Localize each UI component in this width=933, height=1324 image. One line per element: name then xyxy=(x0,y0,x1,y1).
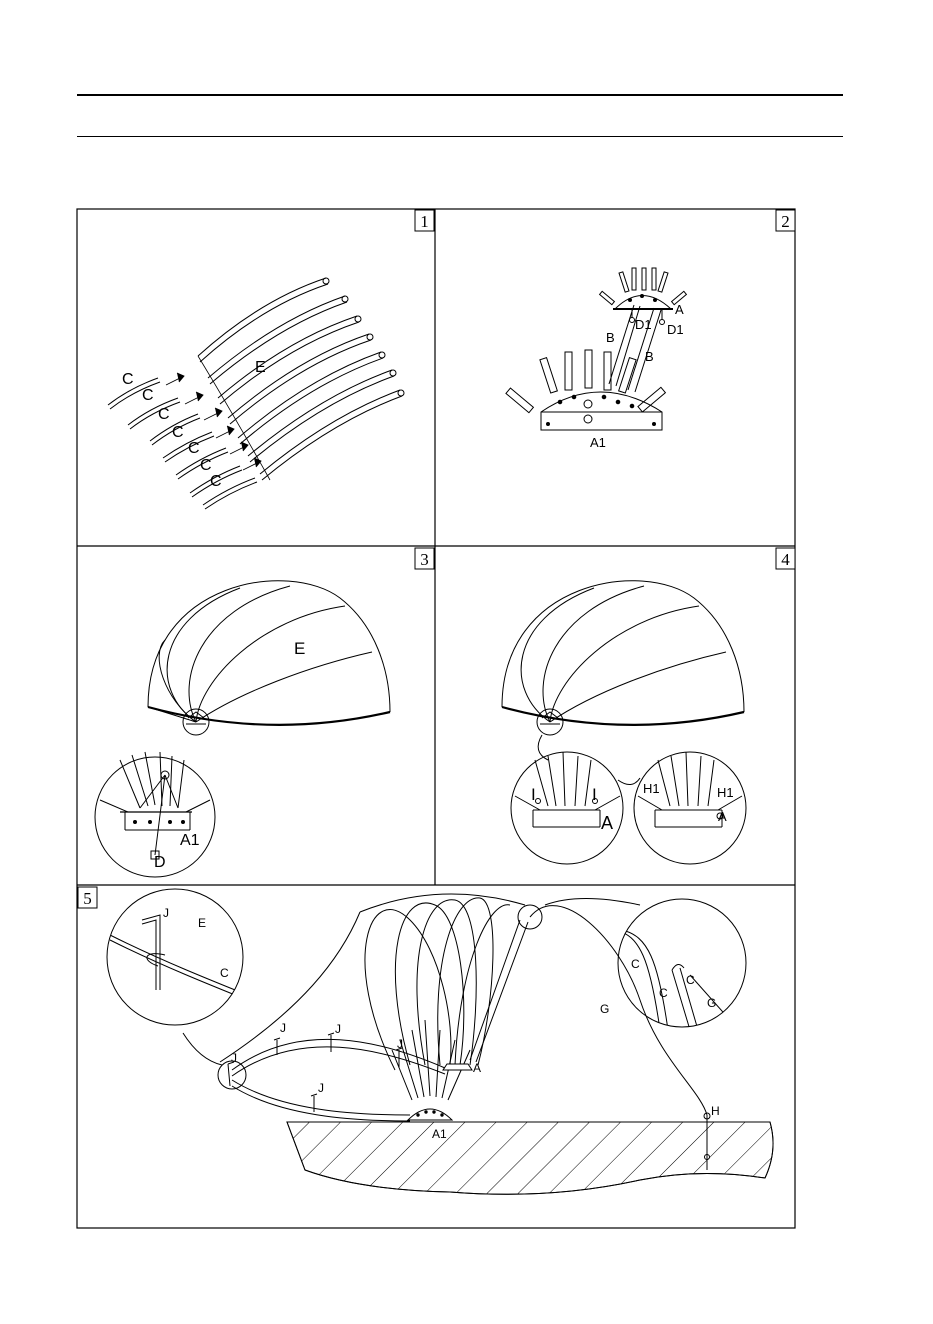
svg-text:J: J xyxy=(163,906,169,920)
svg-text:A: A xyxy=(718,809,727,824)
panel-1-labels: C C C C C C C E xyxy=(122,359,266,490)
svg-text:C: C xyxy=(686,973,695,987)
svg-text:3: 3 xyxy=(420,550,429,569)
panel-5-labels: J E C J J J J J A A1 G H C C C G xyxy=(163,906,720,1141)
svg-text:C: C xyxy=(659,986,668,1000)
panel-number-1: 1 xyxy=(415,210,434,231)
svg-text:J: J xyxy=(397,1037,403,1051)
svg-text:C: C xyxy=(158,406,170,423)
panel-5-drawing xyxy=(107,889,773,1194)
svg-text:C: C xyxy=(631,957,640,971)
svg-text:2: 2 xyxy=(781,212,790,231)
svg-text:J: J xyxy=(335,1022,341,1036)
svg-text:B: B xyxy=(606,330,615,345)
panel-4-drawing xyxy=(502,581,746,864)
svg-text:C: C xyxy=(188,440,200,457)
svg-text:G: G xyxy=(600,1002,609,1016)
svg-text:D1: D1 xyxy=(635,317,652,332)
svg-text:D1: D1 xyxy=(667,322,684,337)
svg-text:A1: A1 xyxy=(180,832,200,849)
panel-number-5: 5 xyxy=(78,887,97,908)
panel-3-drawing xyxy=(95,581,390,877)
svg-text:G: G xyxy=(707,996,716,1010)
svg-text:A1: A1 xyxy=(590,435,606,450)
panel-number-3: 3 xyxy=(415,548,434,569)
svg-text:4: 4 xyxy=(781,550,790,569)
svg-text:J: J xyxy=(231,1051,237,1065)
svg-text:A: A xyxy=(473,1061,481,1075)
svg-text:J: J xyxy=(280,1021,286,1035)
panel-number-4: 4 xyxy=(776,548,795,569)
svg-text:C: C xyxy=(200,457,212,474)
svg-text:C: C xyxy=(142,387,154,404)
svg-text:E: E xyxy=(198,916,206,930)
panel-3-labels: E A1 D xyxy=(154,639,305,871)
panel-number-2: 2 xyxy=(776,210,795,231)
svg-text:C: C xyxy=(210,473,222,490)
panel-2-drawing xyxy=(506,268,686,430)
svg-text:I: I xyxy=(531,785,536,804)
svg-text:H1: H1 xyxy=(717,785,734,800)
svg-text:J: J xyxy=(318,1081,324,1095)
svg-text:A1: A1 xyxy=(432,1127,447,1141)
svg-text:I: I xyxy=(592,785,597,804)
svg-text:E: E xyxy=(294,639,305,658)
svg-text:1: 1 xyxy=(420,212,429,231)
svg-text:C: C xyxy=(122,371,134,388)
panel-4-labels: I I A H1 H1 A xyxy=(531,781,734,833)
svg-text:D: D xyxy=(154,854,166,871)
svg-text:E: E xyxy=(255,359,266,376)
svg-text:B: B xyxy=(645,349,654,364)
svg-text:C: C xyxy=(172,424,184,441)
svg-text:H1: H1 xyxy=(643,781,660,796)
svg-text:H: H xyxy=(711,1104,720,1118)
svg-text:A: A xyxy=(675,302,684,317)
svg-text:A: A xyxy=(601,813,613,833)
svg-text:C: C xyxy=(220,966,229,980)
svg-text:5: 5 xyxy=(83,889,92,908)
